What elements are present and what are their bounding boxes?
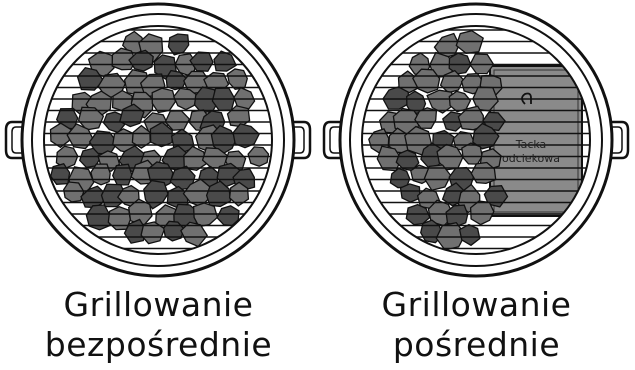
indirect-grill-illustration: Tacka odciekowa: [318, 0, 635, 280]
direct-caption-line2: bezpośrednie: [0, 326, 317, 364]
indirect-grilling-panel: Tacka odciekowa Grillowanie pośrednie: [318, 0, 635, 370]
direct-caption-line1: Grillowanie: [0, 286, 317, 324]
charcoal-briquette: [401, 184, 421, 202]
indirect-caption-line1: Grillowanie: [318, 286, 635, 324]
direct-grilling-panel: Grillowanie bezpośrednie: [0, 0, 317, 370]
pan-label-line1: Tacka: [515, 138, 547, 151]
charcoal-briquette: [449, 53, 471, 74]
indirect-caption-line2: pośrednie: [318, 326, 635, 364]
pan-label-line2: odciekowa: [502, 152, 560, 165]
direct-grill-illustration: [0, 0, 317, 280]
charcoal-briquette: [91, 164, 110, 185]
